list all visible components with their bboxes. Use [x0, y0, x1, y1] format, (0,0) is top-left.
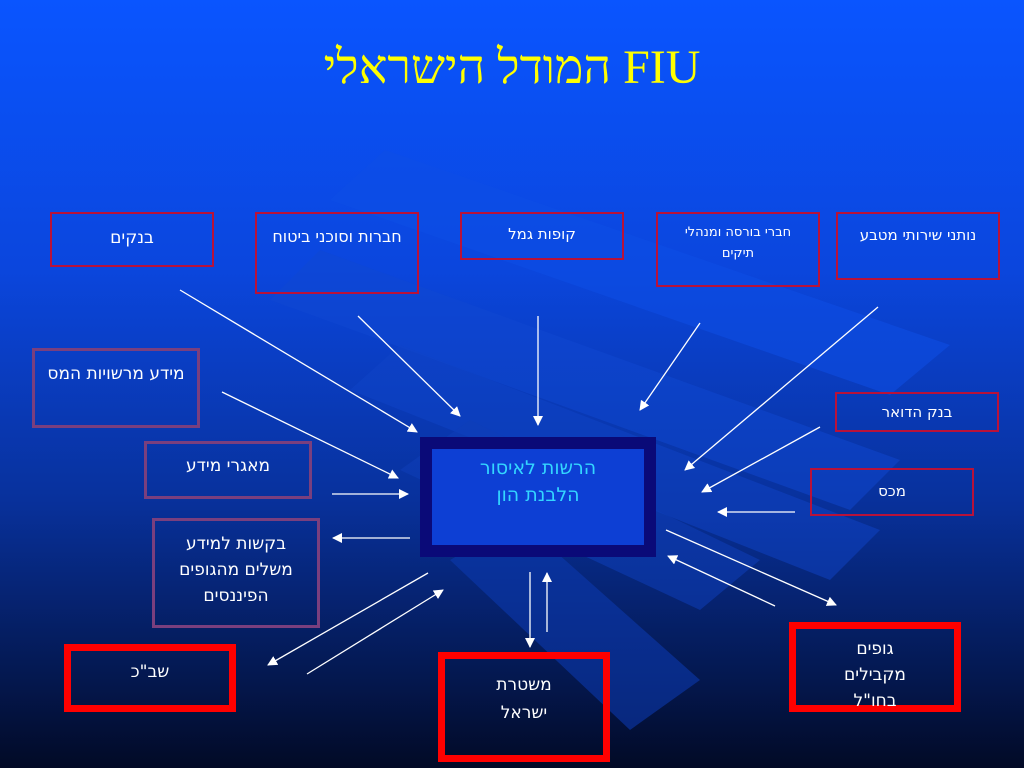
node-stock: חברי בורסה ומנהלי תיקים — [656, 212, 820, 287]
node-requests: בקשות למידע משלים מהגופים הפיננסים — [152, 518, 320, 628]
node-banks-label: בנקים — [110, 228, 154, 248]
node-foreign: גופים מקבילים בחו"ל — [789, 622, 961, 712]
node-shabak: שב"כ — [64, 644, 236, 712]
node-post-bank: בנק הדואר — [835, 392, 999, 432]
node-banks: בנקים — [50, 212, 214, 267]
node-police: משטרת ישראל — [438, 652, 610, 762]
node-provident: קופות גמל — [460, 212, 624, 260]
node-tax-info: מידע מרשויות המס — [32, 348, 200, 428]
node-post-bank-label: בנק הדואר — [881, 403, 953, 421]
node-customs-label: מכס — [878, 482, 906, 500]
node-police-label: משטרת ישראל — [496, 675, 552, 723]
node-currency-label: נותני שירותי מטבע — [859, 226, 977, 244]
node-insurance-label: חברות וסוכני ביטוח — [272, 227, 402, 246]
node-requests-label: בקשות למידע משלים מהגופים הפיננסים — [179, 534, 293, 606]
node-stock-label: חברי בורסה ומנהלי תיקים — [684, 225, 792, 261]
node-tax-info-label: מידע מרשויות המס — [47, 364, 185, 384]
node-insurance: חברות וסוכני ביטוח — [255, 212, 419, 294]
node-provident-label: קופות גמל — [508, 225, 576, 243]
node-databases: מאגרי מידע — [144, 441, 312, 499]
page-title: המודל הישראלי FIU — [323, 41, 701, 94]
node-foreign-label: גופים מקבילים בחו"ל — [844, 639, 906, 711]
center-authority-box: הרשות לאיסור הלבנת הון — [420, 437, 656, 557]
center-authority-label: הרשות לאיסור הלבנת הון — [479, 457, 597, 506]
node-currency: נותני שירותי מטבע — [836, 212, 1000, 280]
node-customs: מכס — [810, 468, 974, 516]
node-shabak-label: שב"כ — [130, 662, 170, 682]
node-databases-label: מאגרי מידע — [186, 456, 270, 476]
